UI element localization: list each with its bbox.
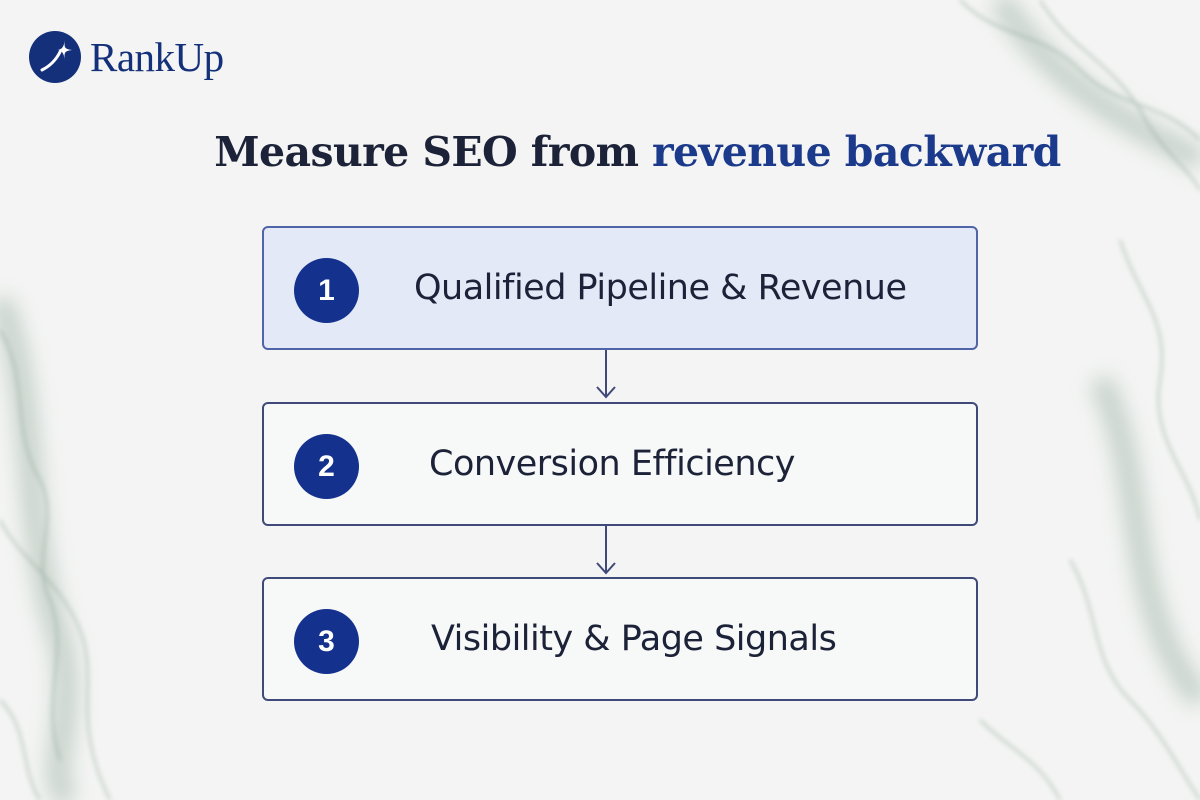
step-card-2: 2 Conversion Efficiency <box>262 402 978 526</box>
step-card-3: 3 Visibility & Page Signals <box>262 577 978 701</box>
step-number-badge: 1 <box>294 258 359 323</box>
step-number-badge: 3 <box>294 609 359 674</box>
title-accent: revenue backward <box>652 128 1061 176</box>
down-arrow-icon <box>596 350 616 399</box>
brand-logo: RankUp <box>28 30 224 84</box>
page-title: Measure SEO from revenue backward <box>0 128 1200 176</box>
star-sparkle-icon <box>29 31 81 83</box>
down-arrow-icon <box>596 526 616 575</box>
brand-name: RankUp <box>90 34 224 80</box>
step-card-1: 1 Qualified Pipeline & Revenue <box>262 226 978 350</box>
step-number-badge: 2 <box>294 434 359 499</box>
step-label: Qualified Pipeline & Revenue <box>414 268 907 308</box>
step-label: Visibility & Page Signals <box>431 619 837 659</box>
step-label: Conversion Efficiency <box>429 444 795 484</box>
title-prefix: Measure SEO from <box>214 128 653 176</box>
